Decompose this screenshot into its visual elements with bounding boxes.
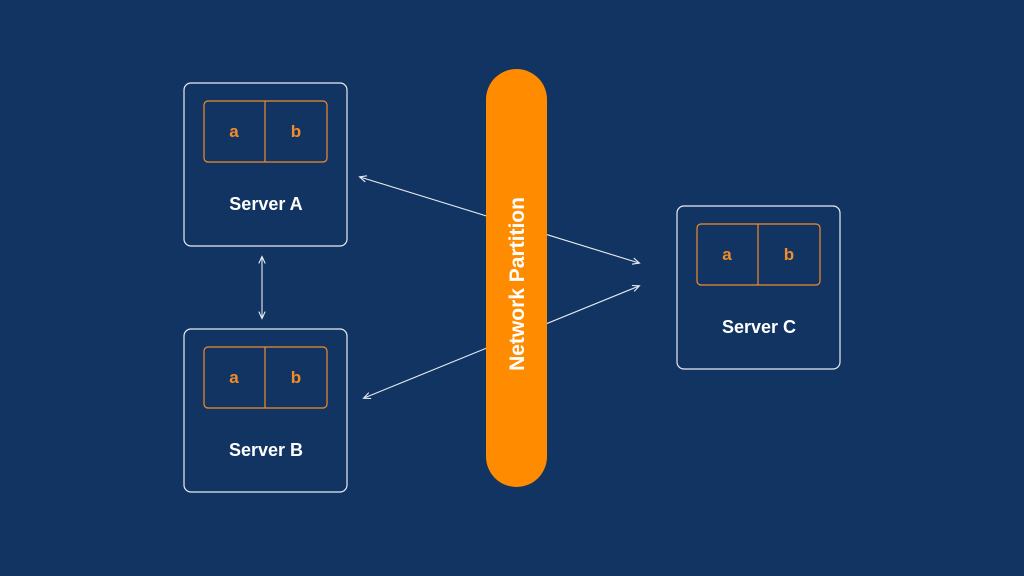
server-c-partition-a: a bbox=[722, 245, 732, 264]
server-a-partition-a: a bbox=[229, 122, 239, 141]
server-a-partition-b: b bbox=[291, 122, 301, 141]
server-a-label: Server A bbox=[229, 194, 302, 214]
server-a-node: a b Server A bbox=[183, 82, 348, 247]
server-a-box bbox=[183, 82, 348, 247]
server-b-partition-a: a bbox=[229, 368, 239, 387]
server-b-node: a b Server B bbox=[183, 328, 348, 493]
network-partition-barrier: Network Partition bbox=[486, 69, 547, 487]
barrier-label: Network Partition bbox=[506, 197, 529, 371]
server-b-box bbox=[183, 328, 348, 493]
server-c-box bbox=[676, 205, 841, 370]
server-c-label: Server C bbox=[722, 317, 796, 337]
server-c-node: a b Server C bbox=[676, 205, 841, 370]
server-b-label: Server B bbox=[229, 440, 303, 460]
barrier-bar bbox=[486, 69, 547, 487]
server-b-partition-b: b bbox=[291, 368, 301, 387]
server-c-partition-b: b bbox=[784, 245, 794, 264]
